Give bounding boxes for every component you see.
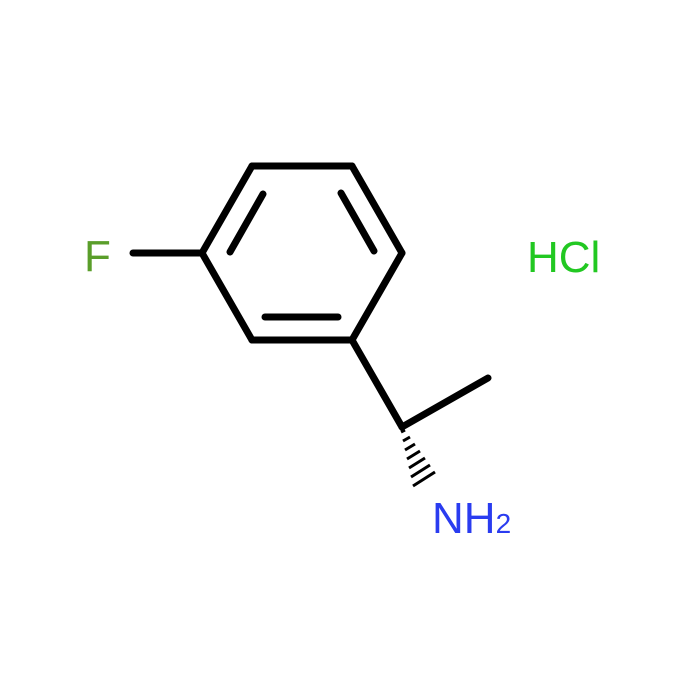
wedge-hash [408,456,426,470]
bond-ring-to-chiral-carbon [348,336,406,431]
wedge-hash [412,470,436,488]
bond-methyl [398,374,492,431]
ring-bond-upper-right [348,162,406,257]
amine-label: NH2 [432,494,511,543]
ring-inner-bond-right [337,189,378,255]
fluorine-label: F [84,232,111,281]
ring-bond-upper-left [198,162,256,257]
hashed-wedge-bond [400,428,436,488]
wedge-hash [406,449,421,461]
wedge-hash [402,435,411,443]
ring-bond-lower-left [198,249,256,344]
ring-bond-lower-right [348,249,406,344]
benzene-ring [129,162,492,431]
amine-nh-text: NH [432,494,496,543]
hcl-salt-label: HCl [527,233,600,282]
wedge-hash [404,442,416,452]
amine-subscript: 2 [496,508,512,539]
ring-inner-bond-top-left [226,190,267,256]
wedge-hash [410,463,431,479]
wedge-hash [400,428,406,434]
